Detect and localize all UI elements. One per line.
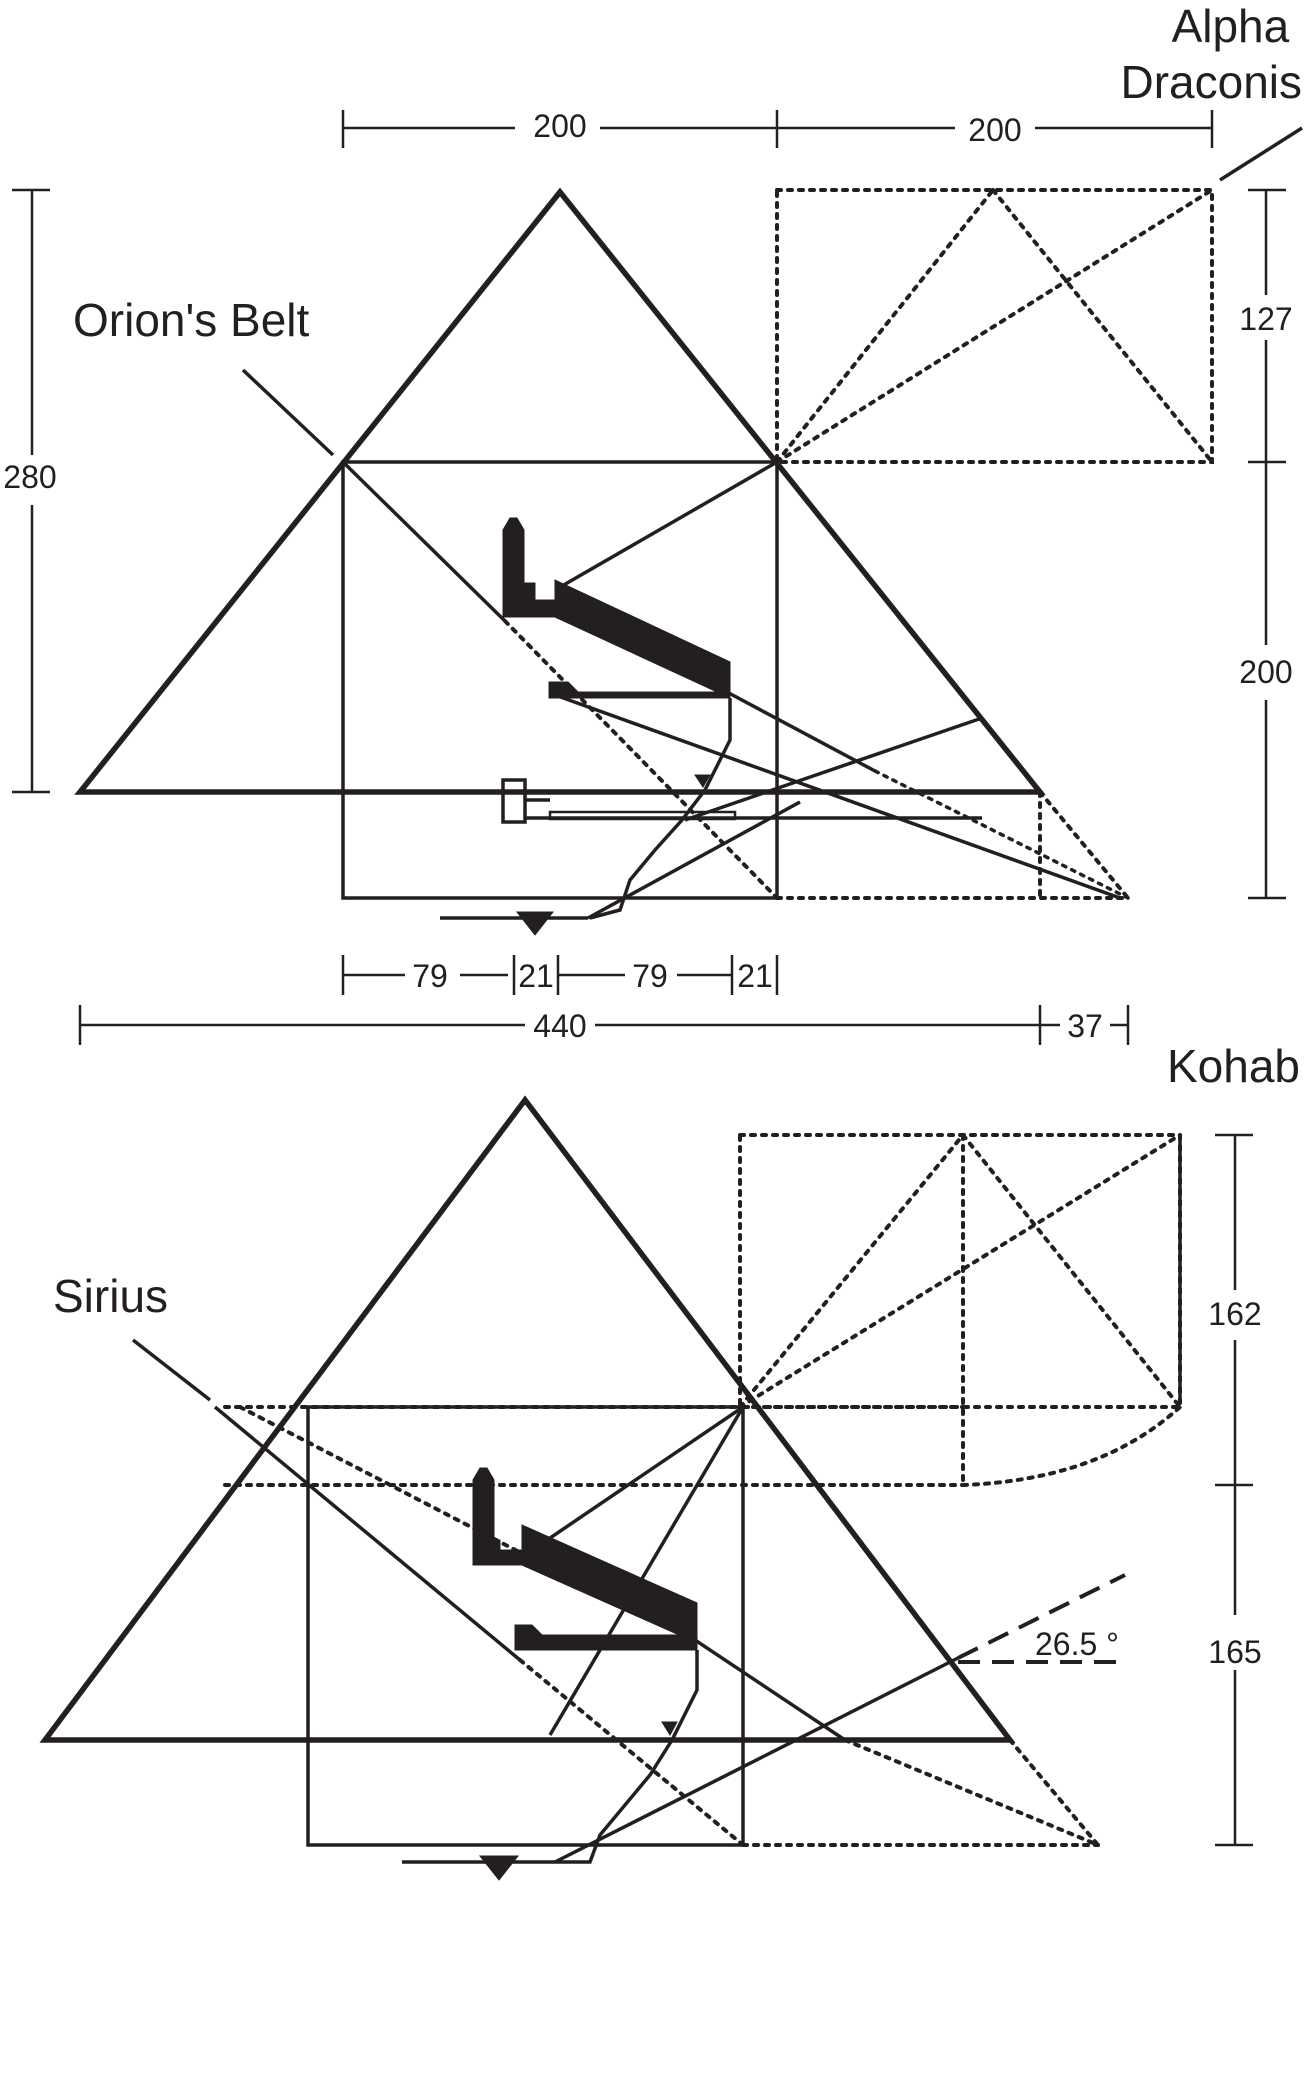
dimension-height-280: 280 [3,188,57,794]
descending-corridor [554,1656,959,1864]
sirius-pointer [131,1338,212,1402]
dimension-width-200-left: 200 [341,108,779,148]
alpha-draconis-construction [775,188,1214,464]
diagonal-dotted [503,619,779,900]
top-diagram: 200 200 Alpha Draconis 280 [3,0,1303,1045]
south-shaft-kings [694,1638,846,1742]
construction-square [341,460,779,900]
angle-label: 26.5 ° [1035,1626,1119,1662]
dimension-width-200-right: 200 [777,110,1214,148]
diagonal-solid [341,460,507,623]
dimension-heights-bottom: 162 165 [1208,1133,1262,1847]
alpha-draconis-pointer [1219,126,1303,182]
dimension-label: 127 [1239,301,1292,337]
angle-indicator: 26.5 ° [957,1573,1126,1664]
sirius-label: Sirius [53,1270,168,1322]
construction-square [306,1405,745,1847]
dimension-label: 162 [1208,1296,1261,1332]
dimension-label: 79 [412,958,448,994]
pyramid-outline [39,1095,1016,1743]
dimension-label: 200 [533,108,586,144]
ascending-passage [555,1650,699,1864]
south-shaft-dotted [843,1738,1100,1847]
alpha-draconis-line2: Draconis [1120,56,1302,108]
north-shaft-queens [684,716,983,822]
dimension-label: 200 [1239,654,1292,690]
base-extension-construction [741,1738,1100,1847]
dimension-segments: 79 21 79 21 [341,955,779,995]
north-shaft-kings [554,460,778,592]
alpha-draconis-line1: Alpha [1172,0,1290,52]
sirius-diagonal-solid [213,1405,522,1662]
dimension-heights-right: 127 200 [1239,188,1293,900]
dimension-label: 440 [533,1008,586,1044]
dimension-label: 21 [518,958,554,994]
base-extension-construction [775,790,1130,900]
descending-corridor [587,800,801,920]
dimension-label: 165 [1208,1634,1261,1670]
queens-chamber-corridor [501,778,982,824]
subterranean-chamber [515,911,555,936]
kohab-label: Kohab [1167,1040,1300,1092]
orions-belt-label: Orion's Belt [73,294,310,346]
bottom-diagram: Kohab 162 165 Sirius [39,1040,1300,1881]
sirius-diagonal-dotted [518,1658,745,1847]
dimension-label: 79 [632,958,668,994]
dimension-label: 21 [737,958,773,994]
south-shaft-kings [709,681,876,773]
subterranean-chamber [478,1855,520,1881]
dimension-base: 440 37 [78,1005,1130,1045]
north-shaft-kings [524,1405,744,1557]
ascending-passage [589,698,732,920]
dimension-label: 200 [968,112,1021,148]
kings-chamber-complex [502,517,731,788]
dimension-label: 37 [1067,1008,1103,1044]
alpha-draconis-label: Alpha Draconis [1120,0,1302,108]
south-shaft-queens [554,693,1121,900]
orions-belt-pointer [241,368,335,457]
north-shaft-queens [548,1406,745,1736]
kings-chamber-complex [472,1467,698,1737]
dimension-label: 280 [3,459,56,495]
pyramid-outline [74,187,1046,795]
shaft-extension-dotted [873,769,1130,900]
